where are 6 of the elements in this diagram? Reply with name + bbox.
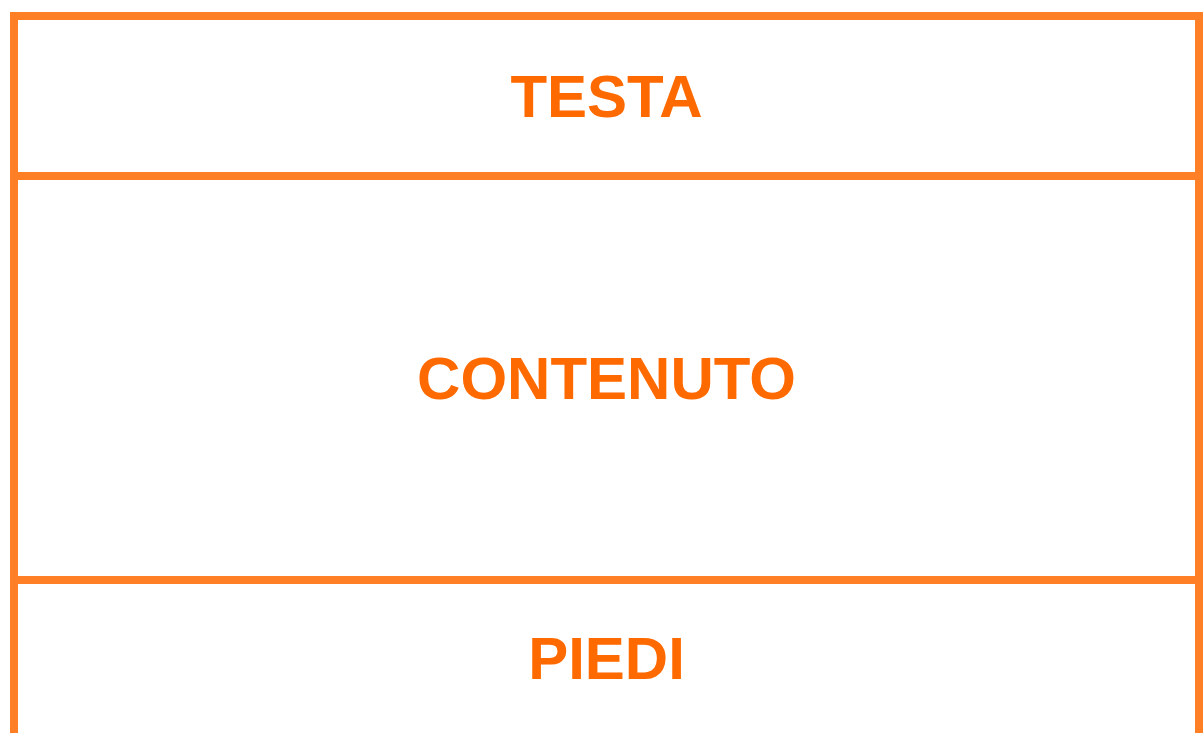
section-title: PIEDI <box>528 624 685 693</box>
layout-section <box>10 584 1203 733</box>
section-title: CONTENUTO <box>417 343 796 413</box>
section-title: TESTA <box>510 61 703 131</box>
layout-section <box>10 12 1203 180</box>
layout-section <box>10 180 1203 584</box>
